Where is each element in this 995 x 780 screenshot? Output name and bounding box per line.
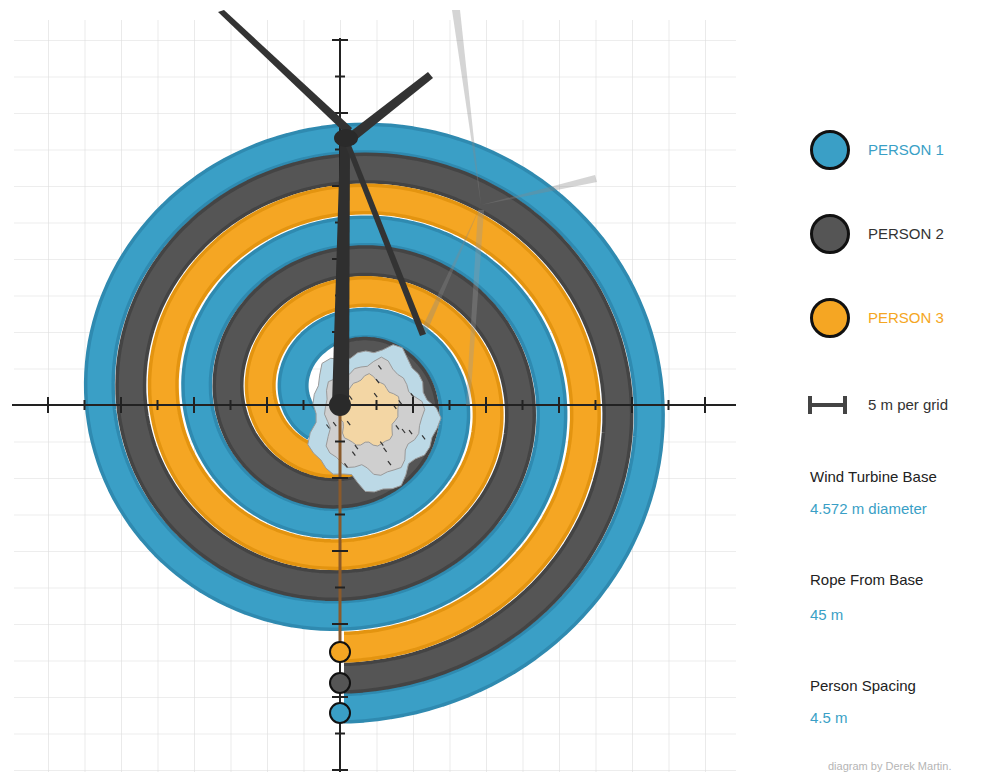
spiral-paths [99, 138, 649, 708]
legend-label: PERSON 2 [868, 225, 944, 243]
spec-value: 45 m [810, 606, 843, 624]
spec-heading: Person Spacing [810, 677, 916, 695]
spec-value: 4.5 m [810, 709, 848, 727]
legend-swatch [810, 214, 850, 254]
scale-bar-icon [810, 396, 845, 414]
spec-heading: Wind Turbine Base [810, 468, 937, 486]
ghost-turbine [420, 10, 597, 405]
turbine-base [308, 345, 441, 492]
axes [12, 38, 736, 772]
grid [14, 20, 736, 772]
wind-turbine [218, 10, 433, 416]
spec-value: 4.572 m diameter [810, 500, 927, 518]
watermark: diagram by Derek Martin. [828, 760, 952, 773]
person-markers [330, 642, 350, 723]
spec-heading: Rope From Base [810, 571, 923, 589]
legend-swatch [810, 130, 850, 170]
legend-label: PERSON 3 [868, 309, 944, 327]
legend-swatch [810, 298, 850, 338]
axis-ticks [48, 40, 705, 770]
legend-label: 5 m per grid [868, 396, 948, 414]
legend-label: PERSON 1 [868, 141, 944, 159]
